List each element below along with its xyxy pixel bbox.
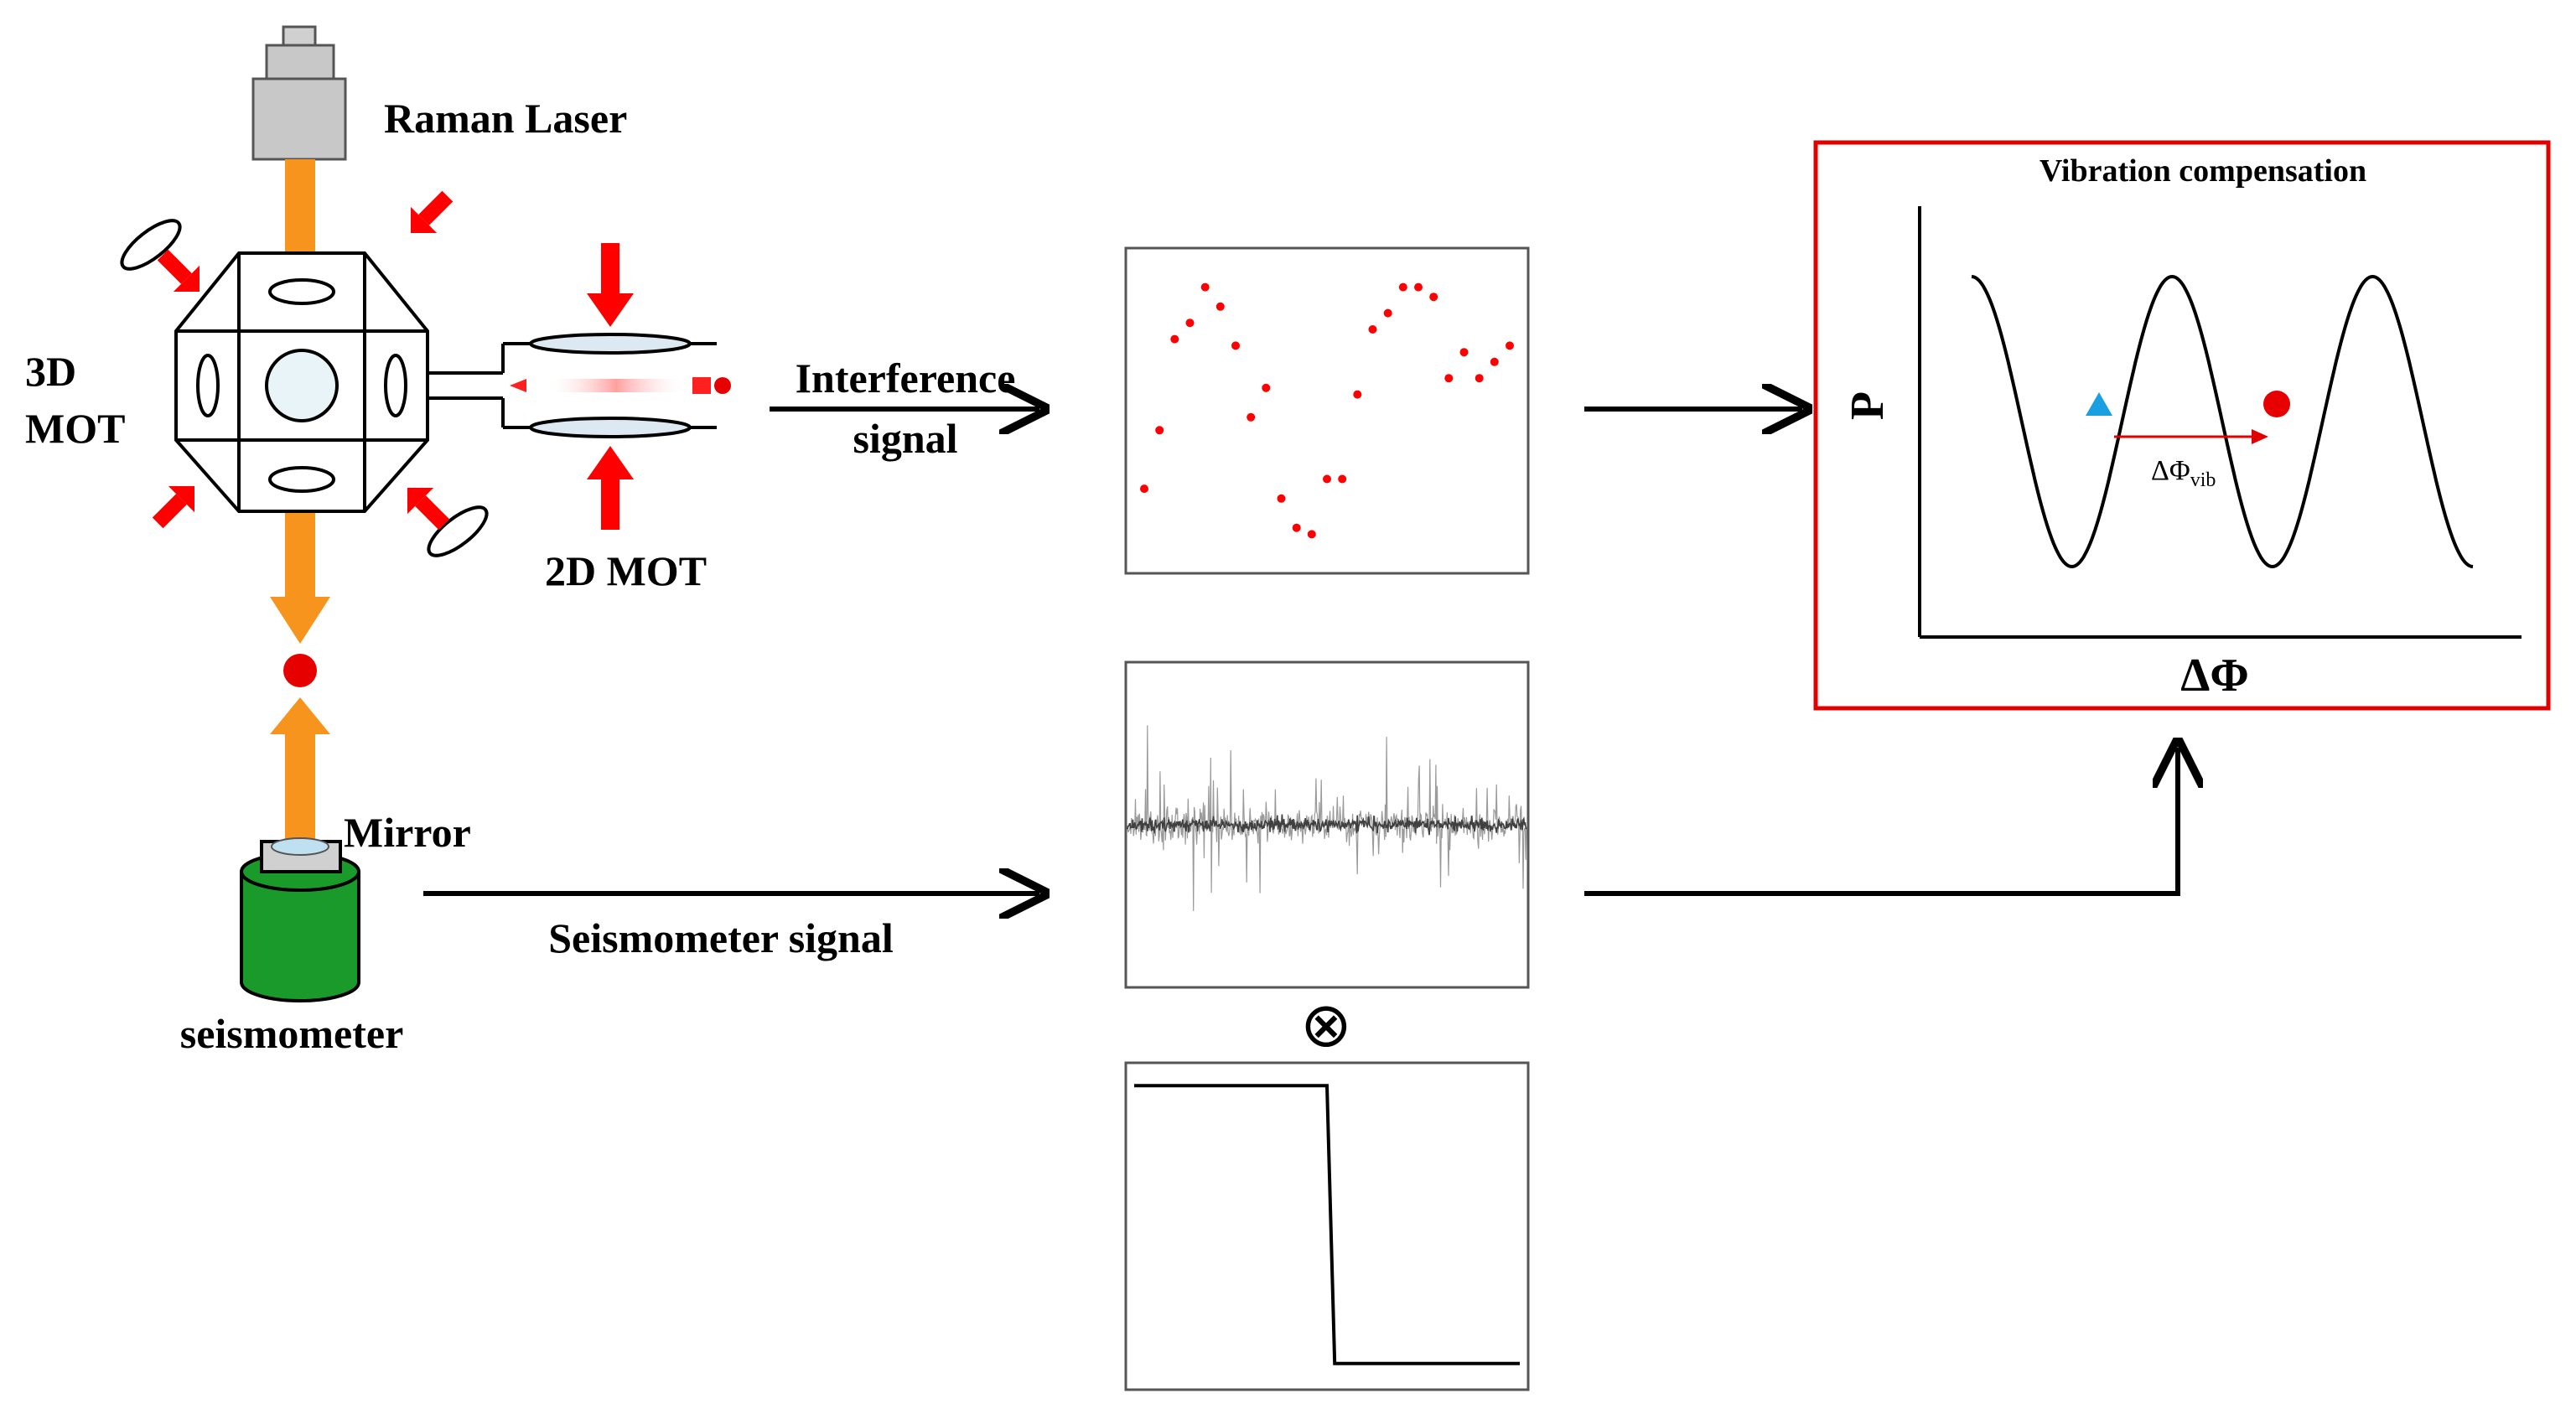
side-mirror-top-left bbox=[120, 219, 182, 271]
scatter-point bbox=[1155, 426, 1164, 435]
vibration-compensation-panel bbox=[1813, 140, 2551, 711]
scatter-point bbox=[1475, 374, 1484, 383]
atom-cloud bbox=[283, 654, 317, 687]
scatter-point bbox=[1307, 530, 1316, 539]
raman-laser-icon bbox=[251, 25, 347, 161]
noise-to-compensation-arrow bbox=[1584, 748, 2178, 896]
scatter-point bbox=[1247, 412, 1256, 422]
scatter-point bbox=[1506, 341, 1514, 350]
scatter-point bbox=[1200, 282, 1210, 292]
raman-laser-label: Raman Laser bbox=[384, 95, 627, 142]
seismometer-label: seismometer bbox=[180, 1010, 404, 1057]
mirror-icon bbox=[260, 837, 342, 873]
scatter-point bbox=[1490, 357, 1499, 366]
scatter-point bbox=[1215, 302, 1225, 311]
laser-beam-up bbox=[270, 697, 330, 842]
scatter-point bbox=[1429, 293, 1438, 302]
seismometer-noise-trace bbox=[1127, 725, 1527, 911]
interference-plot-frame bbox=[1124, 246, 1530, 575]
scatter-point bbox=[1323, 474, 1331, 484]
scatter-point bbox=[1414, 282, 1423, 292]
compensation-ylabel: P bbox=[1842, 391, 1894, 420]
interference-fringe-curve bbox=[1971, 274, 2474, 569]
compensation-title: Vibration compensation bbox=[2040, 153, 2366, 189]
interference-label-line1: Interference bbox=[796, 355, 1016, 401]
interference-scatter-points bbox=[1140, 282, 1514, 539]
scatter-point bbox=[1338, 474, 1347, 484]
scatter-point bbox=[1383, 308, 1392, 318]
laser-beam-down bbox=[270, 513, 330, 644]
mot-3d-label-line1: 3D bbox=[25, 348, 76, 395]
step-function-line bbox=[1134, 1084, 1520, 1365]
laser-beam-top bbox=[285, 159, 315, 251]
scatter-point bbox=[1140, 484, 1148, 494]
scatter-point bbox=[1277, 494, 1286, 503]
seismometer-signal-label: Seismometer signal bbox=[548, 914, 894, 961]
scatter-point bbox=[1292, 523, 1301, 532]
mot-2d-label: 2D MOT bbox=[545, 547, 707, 594]
scatter-point bbox=[1185, 319, 1195, 328]
side-mirror-bottom-right bbox=[427, 505, 489, 557]
interference-label-line2: signal bbox=[853, 415, 957, 462]
mot-2d-chamber bbox=[428, 333, 731, 438]
mot-3d-label-line2: MOT bbox=[25, 405, 125, 452]
red-circle-marker bbox=[2263, 391, 2290, 417]
scatter-point bbox=[1262, 383, 1271, 392]
mot-3d-chamber bbox=[174, 251, 429, 513]
noise-trace-dark bbox=[1127, 814, 1527, 836]
scatter-point bbox=[1231, 341, 1240, 350]
blue-triangle-marker bbox=[2086, 392, 2112, 416]
scatter-point bbox=[1444, 374, 1454, 383]
scatter-point bbox=[1398, 282, 1407, 292]
scatter-point bbox=[1353, 390, 1362, 399]
scatter-point bbox=[1170, 334, 1179, 344]
circled-times-icon: ⊗ bbox=[1300, 989, 1352, 1061]
compensation-xlabel: ΔΦ bbox=[2180, 650, 2249, 702]
mot-2d-cooling-arrows bbox=[587, 243, 634, 530]
scatter-point bbox=[1459, 348, 1469, 357]
seismometer-icon bbox=[240, 852, 360, 1002]
scatter-point bbox=[1368, 325, 1377, 334]
phase-shift-arrowhead bbox=[2252, 429, 2268, 444]
phase-shift-annotation: ΔΦvib bbox=[2151, 455, 2216, 491]
mirror-label: Mirror bbox=[344, 809, 471, 856]
